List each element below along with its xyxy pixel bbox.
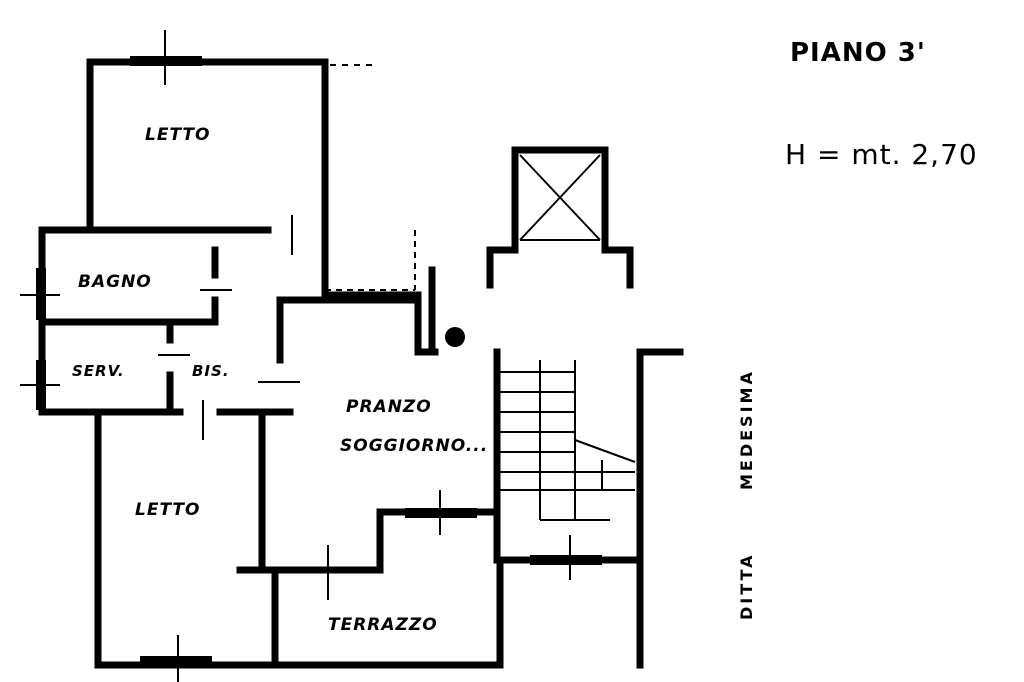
room-label-soggiorno: SOGGIORNO... [340, 436, 489, 456]
ceiling-height: H = mt. 2,70 [785, 138, 978, 171]
window [530, 555, 602, 565]
room-label-pranzo: PRANZO [346, 397, 432, 417]
room-label-bis: BIS. [192, 362, 230, 380]
window [140, 656, 212, 666]
room-label-bagno: BAGNO [78, 272, 152, 292]
stairs-and-details [158, 64, 636, 521]
window-axes [20, 30, 571, 682]
walls [38, 58, 684, 669]
neighbor-label-medesima: MEDESIMA [737, 369, 756, 490]
room-label-letto-bottom: LETTO [135, 500, 201, 520]
floor-title: PIANO 3' [790, 38, 926, 68]
room-label-letto-top: LETTO [145, 125, 211, 145]
room-label-serv: SERV. [72, 362, 125, 380]
neighbor-label-ditta: DITTA [737, 552, 756, 620]
column-icon [445, 327, 465, 347]
room-label-terrazzo: TERRAZZO [328, 615, 438, 635]
